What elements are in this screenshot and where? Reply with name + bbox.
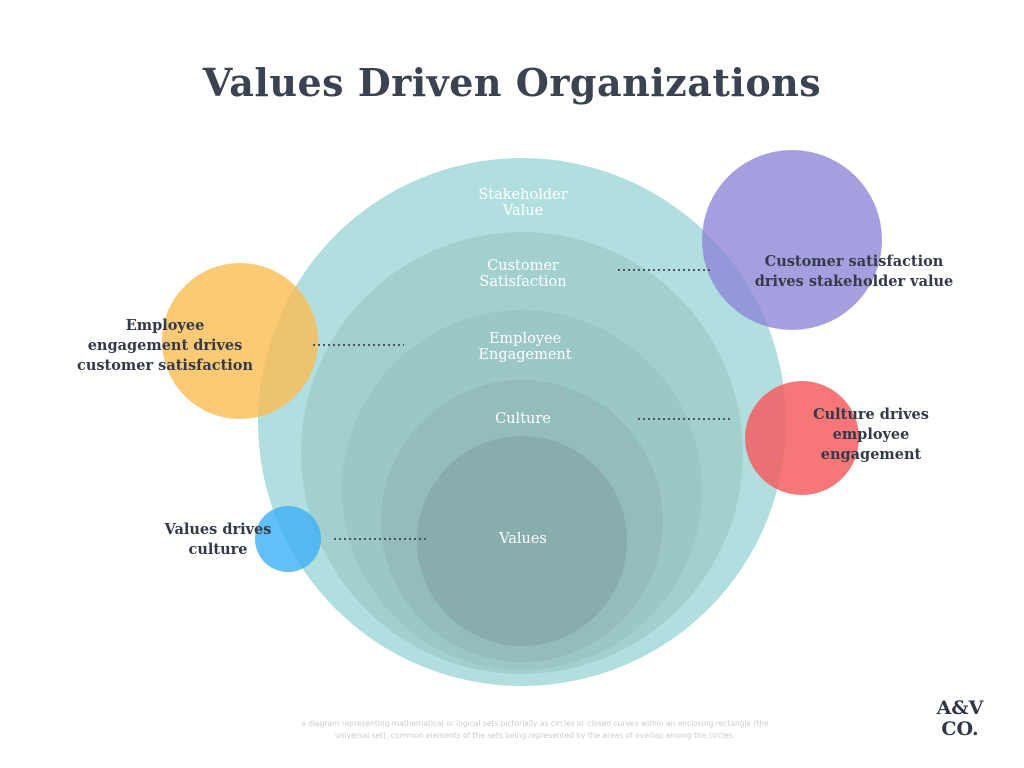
ring-label-stakeholder-value: Stakeholder Value bbox=[478, 187, 568, 219]
ring-label-culture: Culture bbox=[495, 411, 551, 427]
ring-label-values: Values bbox=[499, 531, 547, 547]
values-circle bbox=[255, 506, 321, 572]
callout-values: Values drives culture bbox=[164, 521, 272, 558]
callout-culture: Culture drives employee engagement bbox=[813, 406, 929, 463]
page-title: Values Driven Organizations bbox=[202, 60, 822, 105]
callout-customer-satisfaction: Customer satisfaction drives stakeholder… bbox=[754, 253, 954, 290]
company-logo: A&V CO. bbox=[936, 697, 984, 740]
culture-circle bbox=[745, 381, 859, 495]
ring-label-employee-engagement: Employee Engagement bbox=[478, 331, 572, 363]
employee-engagement-circle bbox=[162, 263, 318, 419]
diagram-caption: a diagram representing mathematical or l… bbox=[301, 719, 769, 740]
ring-label-customer-satisfaction: Customer Satisfaction bbox=[479, 258, 567, 290]
values-ring bbox=[417, 436, 627, 646]
callout-employee-engagement: Employee engagement drives customer sati… bbox=[77, 317, 253, 374]
customer-satisfaction-circle bbox=[702, 150, 882, 330]
